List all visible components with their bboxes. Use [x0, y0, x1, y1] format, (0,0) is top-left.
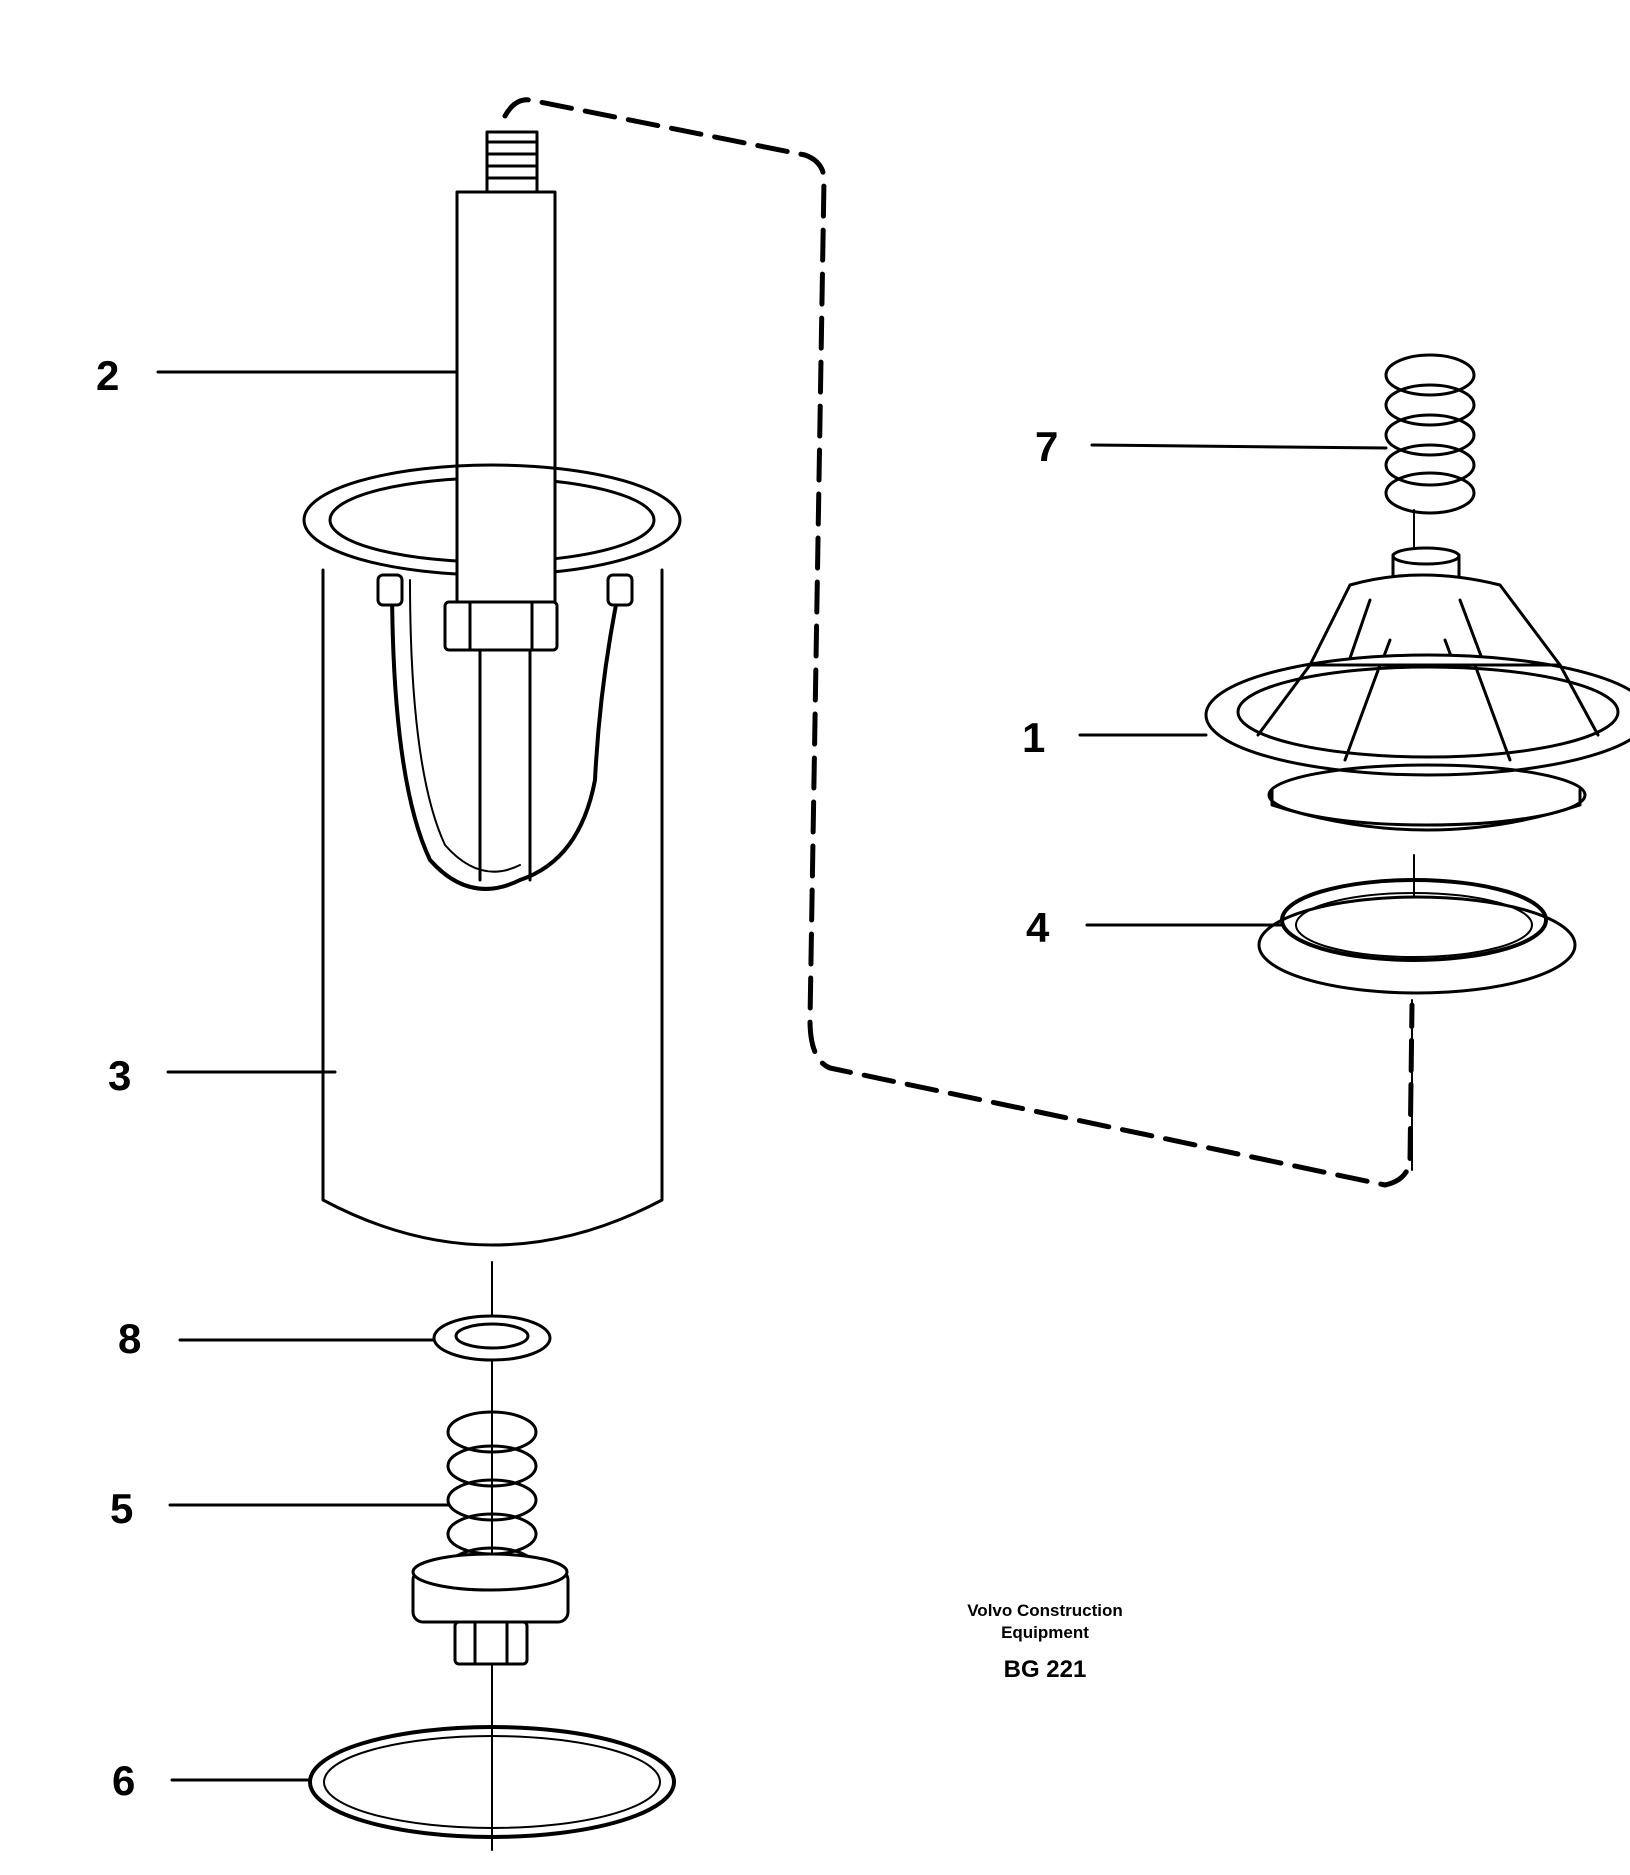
- part-5-spring-valve: [411, 1410, 570, 1666]
- publisher-credit: Volvo Construction Equipment BG 221: [940, 1600, 1150, 1684]
- callout-8: 8: [118, 1315, 142, 1362]
- part-7-spring: [1384, 353, 1476, 561]
- callout-2: 2: [96, 352, 120, 399]
- callout-4: 4: [1026, 904, 1050, 951]
- part-3-canister: [302, 463, 682, 1247]
- dashed-assembly-line: [502, 97, 1415, 1188]
- part-1-valve-cap: [1204, 546, 1630, 832]
- callout-7: 7: [1035, 423, 1059, 470]
- leader-7: [1090, 443, 1388, 450]
- leader-lines: [156, 370, 1388, 1782]
- part-8-washer: [432, 1314, 552, 1362]
- callout-5: 5: [110, 1485, 134, 1532]
- credit-line-2: Equipment: [1001, 1623, 1089, 1642]
- credit-line-1: Volvo Construction: [967, 1601, 1123, 1620]
- callout-6: 6: [112, 1757, 136, 1804]
- part-6-oring: [308, 1725, 676, 1839]
- callout-1: 1: [1022, 714, 1046, 761]
- callout-3: 3: [108, 1052, 132, 1099]
- drawing-code: BG 221: [1003, 1656, 1087, 1683]
- part-4-seal-ring: [1257, 878, 1577, 995]
